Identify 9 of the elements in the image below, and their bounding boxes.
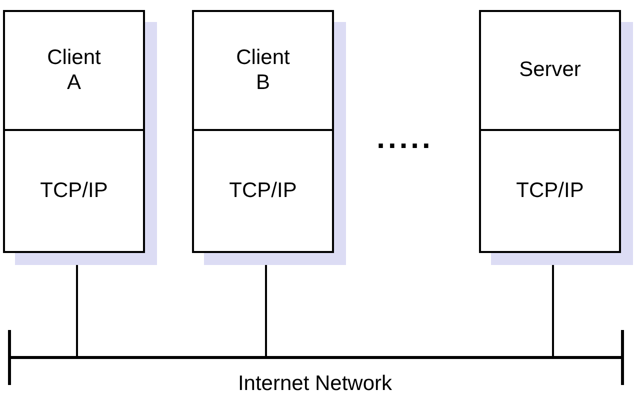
box-label: Client B <box>235 46 291 95</box>
box-label: TCP/IP <box>229 178 297 204</box>
box-label: Server <box>519 58 581 83</box>
network-bus-line <box>8 356 624 359</box>
box-label: TCP/IP <box>40 178 108 204</box>
network-label: Internet Network <box>236 372 394 396</box>
box-label: Client A <box>46 46 102 95</box>
ellipsis-label: ..... <box>376 122 434 156</box>
box-label: TCP/IP <box>516 178 584 204</box>
